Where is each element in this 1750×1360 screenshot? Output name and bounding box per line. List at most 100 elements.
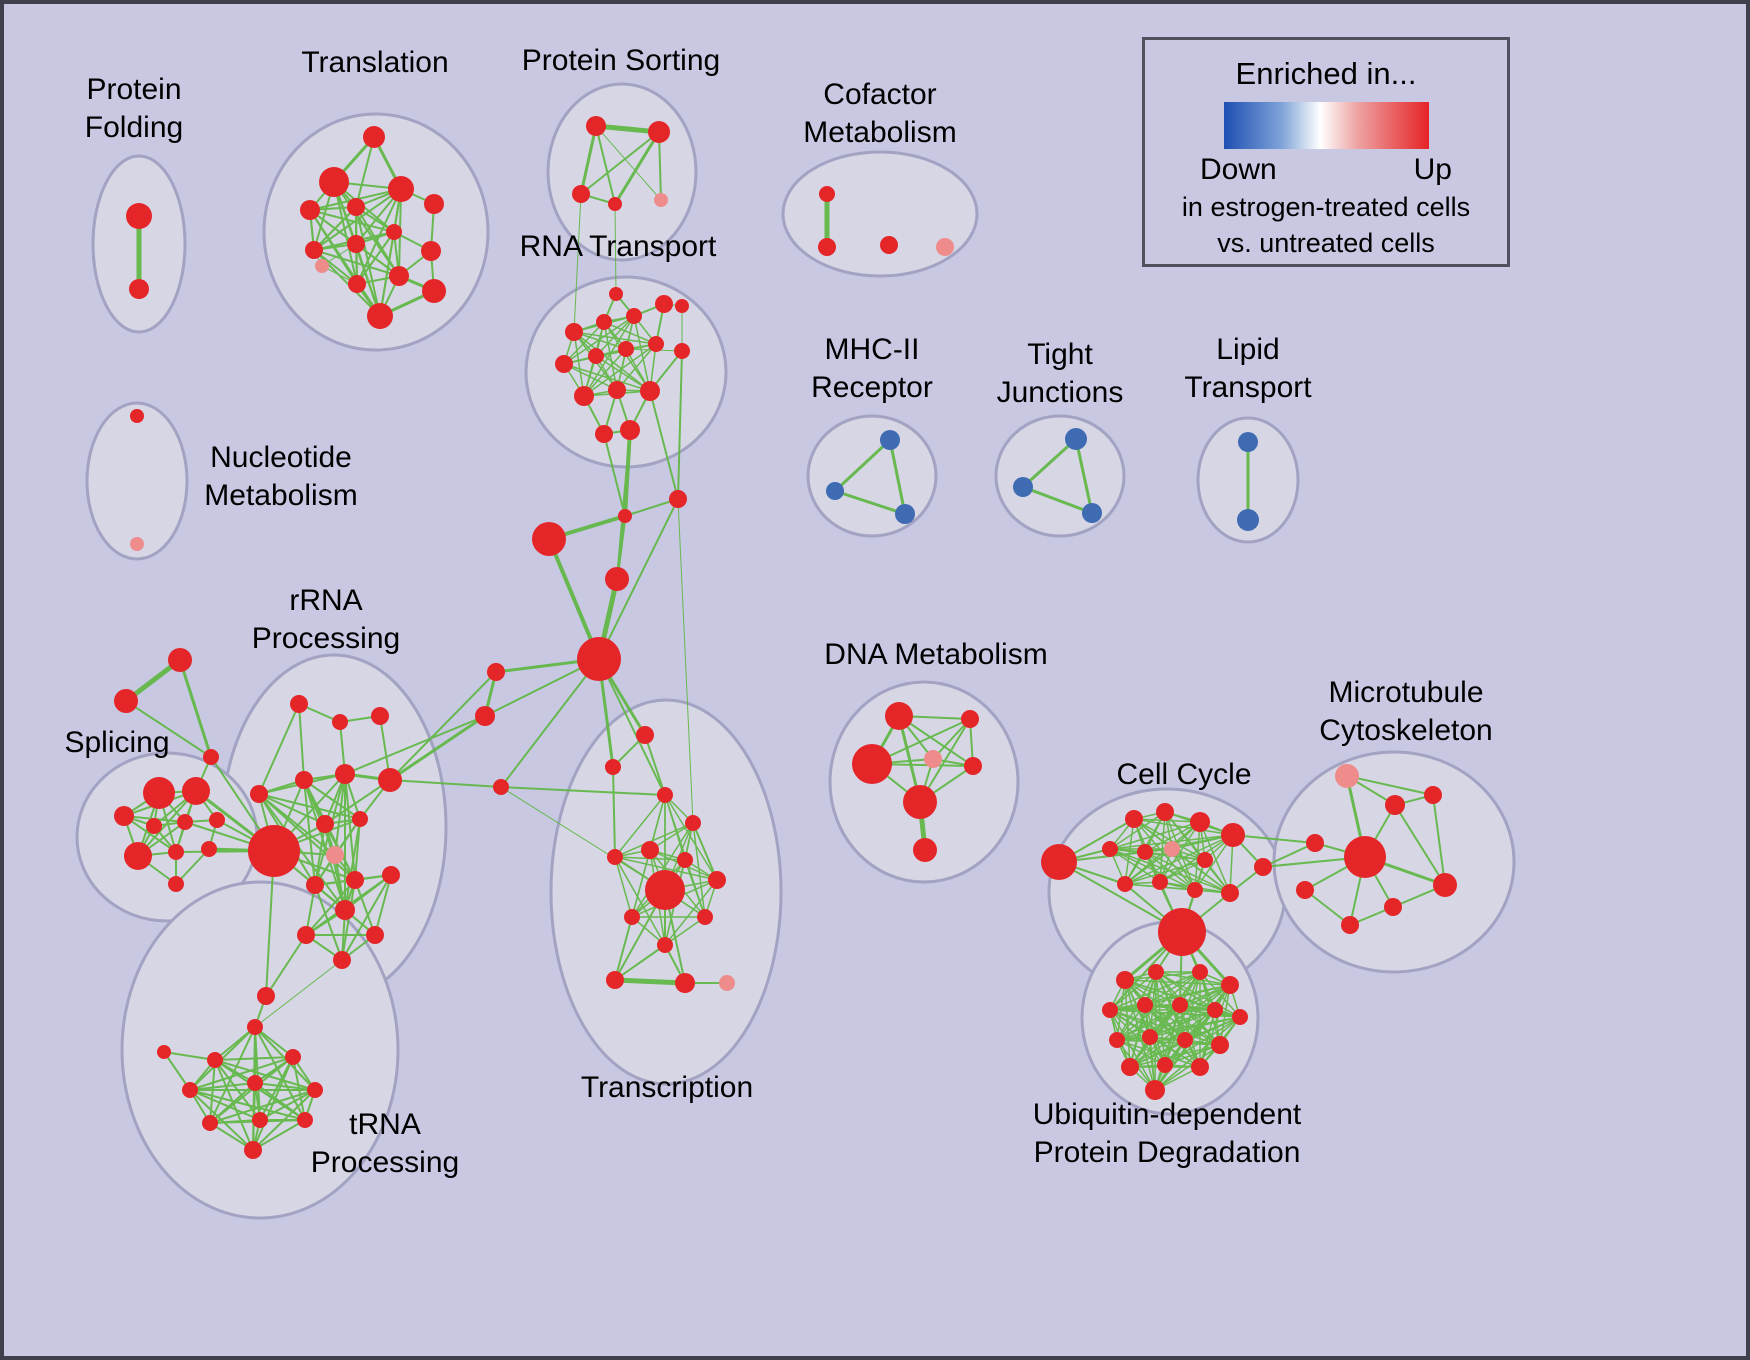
node	[1152, 874, 1168, 890]
node	[146, 818, 162, 834]
node	[129, 279, 149, 299]
node	[624, 909, 640, 925]
edge	[1164, 1044, 1221, 1066]
node	[1142, 1029, 1158, 1045]
node	[326, 846, 344, 864]
edge	[303, 779, 346, 911]
node	[1145, 1080, 1165, 1100]
edge	[1109, 971, 1157, 1011]
node	[244, 1141, 262, 1159]
edge	[1232, 834, 1316, 844]
edge	[614, 856, 633, 918]
edge	[298, 703, 305, 781]
node	[1172, 997, 1188, 1013]
edge	[677, 350, 683, 500]
edge	[1129, 1039, 1186, 1068]
node	[305, 241, 323, 259]
legend-down-label: Down	[1200, 153, 1277, 186]
node	[1197, 852, 1213, 868]
node	[207, 1052, 223, 1068]
node	[346, 871, 364, 889]
edge	[214, 1056, 294, 1061]
edge	[258, 793, 361, 820]
node	[657, 787, 673, 803]
cluster-label-splicing: Splicing	[64, 726, 169, 759]
edge	[614, 916, 633, 981]
node	[719, 975, 735, 991]
node	[182, 1082, 198, 1098]
node	[315, 259, 329, 273]
node	[347, 198, 365, 216]
node	[607, 849, 623, 865]
edge	[258, 793, 356, 881]
node	[1157, 1057, 1173, 1073]
edge	[1129, 971, 1201, 1068]
edge	[265, 934, 307, 997]
node	[316, 815, 334, 833]
node	[618, 341, 634, 357]
node	[608, 381, 626, 399]
node	[885, 702, 913, 730]
edge	[692, 822, 718, 881]
node	[250, 785, 268, 803]
edge	[1262, 842, 1316, 868]
node	[1125, 810, 1143, 828]
edge	[616, 343, 657, 391]
edge	[1394, 804, 1446, 886]
cluster-ellipse-tight-junctions	[994, 414, 1126, 538]
node	[143, 777, 175, 809]
edge	[324, 779, 391, 825]
edge	[1199, 821, 1231, 894]
node	[422, 279, 446, 303]
edge	[341, 874, 392, 961]
edge	[254, 959, 343, 1028]
node	[367, 303, 393, 329]
edge	[189, 1056, 294, 1091]
edge	[613, 130, 661, 206]
node	[605, 567, 629, 591]
node	[577, 637, 621, 681]
node	[382, 866, 400, 884]
node	[1221, 976, 1239, 994]
edge	[598, 658, 666, 796]
node	[371, 707, 389, 725]
node	[1164, 841, 1180, 857]
node	[1082, 503, 1102, 523]
node	[248, 825, 300, 877]
node	[818, 238, 836, 256]
node	[1109, 1032, 1125, 1048]
edge	[1124, 821, 1201, 885]
node	[386, 224, 402, 240]
edge	[305, 879, 356, 936]
node	[1344, 836, 1386, 878]
node	[852, 744, 892, 784]
edge	[374, 874, 392, 936]
node	[936, 238, 954, 256]
edge	[1432, 794, 1446, 886]
node	[626, 308, 642, 324]
edge	[258, 703, 300, 795]
edge	[624, 498, 679, 517]
node	[596, 314, 612, 330]
edge	[209, 1059, 216, 1124]
edge	[1116, 1004, 1181, 1041]
edge	[612, 977, 688, 986]
cluster-ellipse-mhc-ii-receptor	[806, 414, 938, 538]
edge	[616, 429, 631, 580]
edge	[614, 794, 666, 858]
node	[1335, 764, 1359, 788]
node	[252, 1112, 268, 1128]
edge	[684, 859, 706, 918]
edge	[833, 489, 907, 516]
edge	[1116, 1039, 1221, 1046]
edge	[1199, 971, 1241, 1018]
node	[363, 126, 385, 148]
node	[1013, 477, 1033, 497]
legend-subtitle-line2: vs. untreated cells	[1217, 228, 1435, 258]
node	[388, 176, 414, 202]
edge	[313, 249, 358, 285]
edge	[631, 822, 694, 918]
node	[641, 841, 659, 859]
node	[674, 343, 690, 359]
